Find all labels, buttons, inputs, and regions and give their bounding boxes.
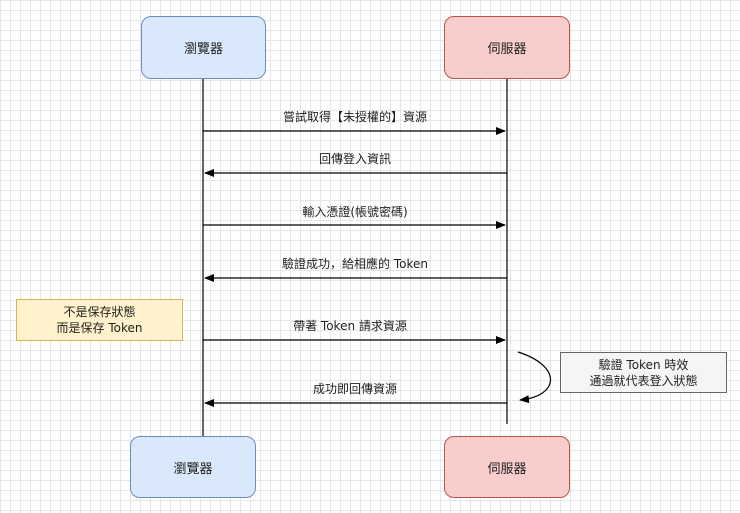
message-label-2: 回傳登入資訊 xyxy=(318,152,392,166)
server-note-line-1: 驗證 Token 時效 xyxy=(598,357,689,372)
message-label-4: 驗證成功，給相應的 Token xyxy=(282,257,428,271)
client-note: 不是保存狀態 而是保存 Token xyxy=(16,299,183,341)
self-validation-curve xyxy=(517,351,551,404)
browser-top-node: 瀏覽器 xyxy=(141,16,266,79)
browser-bottom-node: 瀏覽器 xyxy=(130,436,256,498)
server-bottom-node: 伺服器 xyxy=(444,436,570,498)
client-note-line-2: 而是保存 Token xyxy=(56,321,143,335)
server-top-node: 伺服器 xyxy=(444,16,570,79)
client-note-line-1: 不是保存狀態 xyxy=(63,305,136,319)
message-label-1: 嘗試取得【未授權的】資源 xyxy=(282,110,428,124)
message-label-3: 輸入憑證(帳號密碼) xyxy=(302,205,408,219)
message-label-6: 成功即回傳資源 xyxy=(312,382,398,396)
server-note: 驗證 Token 時效 通過就代表登入狀態 xyxy=(560,352,727,393)
server-note-line-2: 通過就代表登入狀態 xyxy=(589,373,698,388)
message-label-5: 帶著 Token 請求資源 xyxy=(293,319,407,333)
